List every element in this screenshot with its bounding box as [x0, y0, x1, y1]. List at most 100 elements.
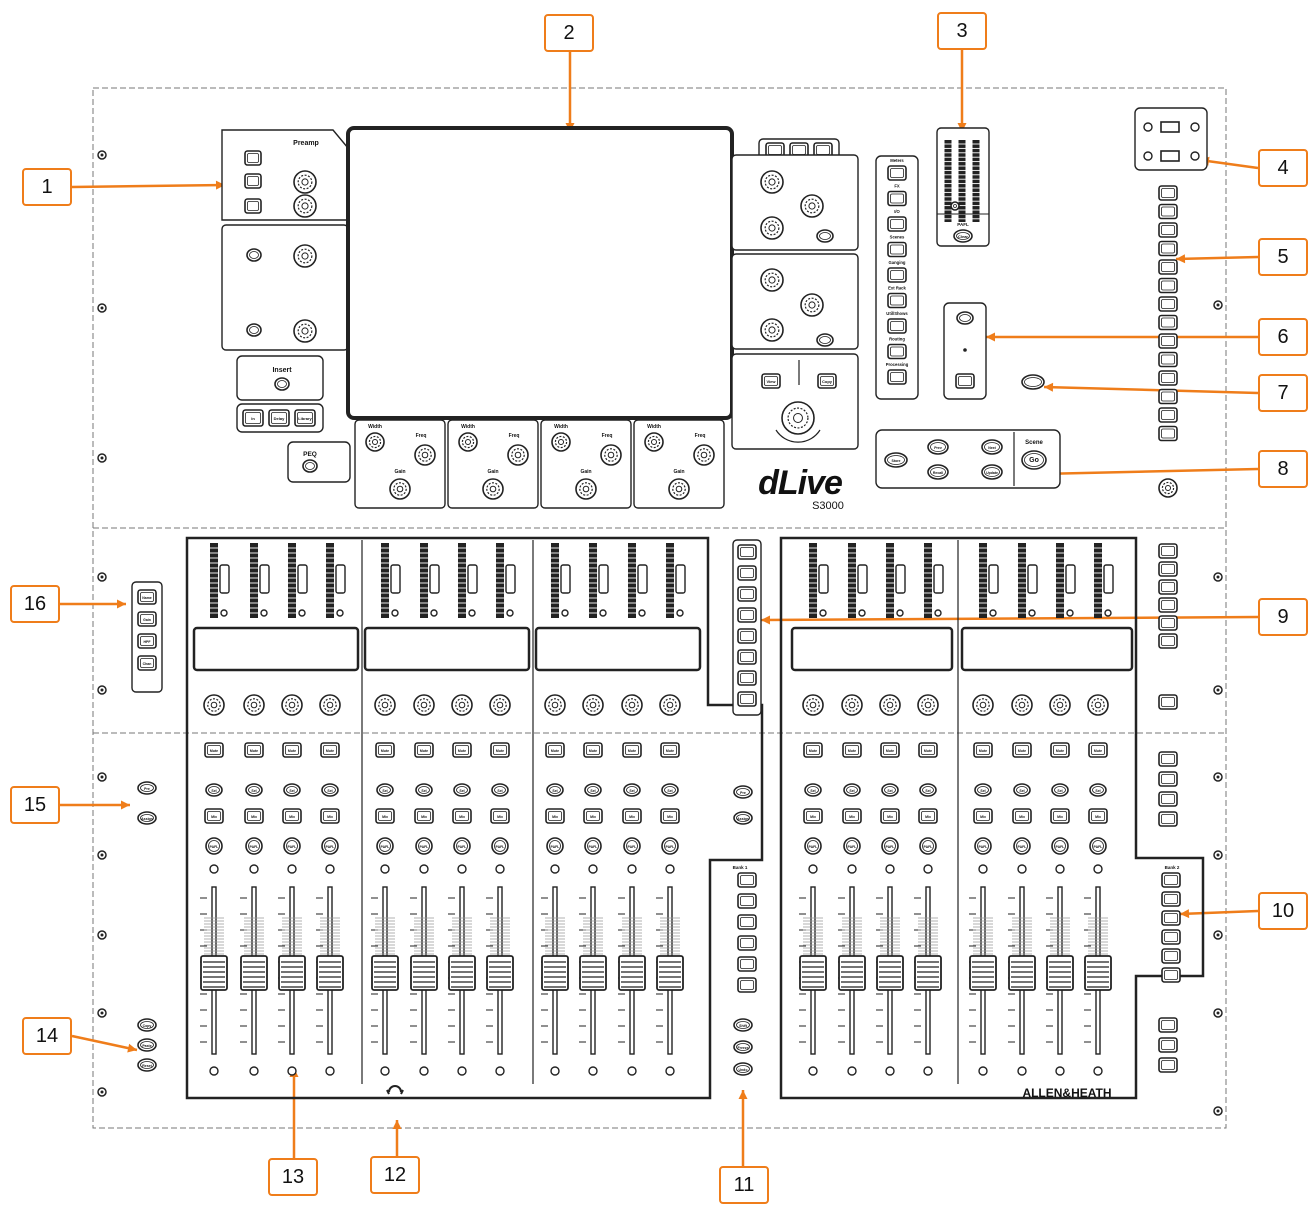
- preamp-lower-key[interactable]: [246, 323, 262, 337]
- pafl-key[interactable]: PAFL: [453, 837, 471, 855]
- rotary-knob[interactable]: [293, 319, 317, 343]
- rotary-function-key-4[interactable]: [737, 607, 757, 623]
- right-softkey-lower-3[interactable]: [1158, 791, 1178, 807]
- mute-key[interactable]: Mute: [880, 742, 900, 758]
- mix-key[interactable]: Mix: [622, 808, 642, 824]
- copy-view-key[interactable]: Copy: [817, 373, 837, 389]
- rotary-knob[interactable]: [293, 170, 317, 194]
- rotary-function-key-2[interactable]: [737, 565, 757, 581]
- pafl-key[interactable]: PAFL: [584, 837, 602, 855]
- rotary-knob[interactable]: [760, 268, 784, 292]
- mute-key[interactable]: Mute: [583, 742, 603, 758]
- display-function-chan[interactable]: Chan: [137, 655, 157, 671]
- bank-2-key-4[interactable]: [1161, 929, 1181, 945]
- rotary-knob[interactable]: [668, 478, 690, 500]
- pafl-key[interactable]: PAFL: [1051, 837, 1069, 855]
- softkey-4[interactable]: [1158, 240, 1178, 257]
- sel-key[interactable]: Sel: [1013, 783, 1031, 797]
- menu-key-routing[interactable]: [887, 343, 907, 360]
- pafl-key[interactable]: PAFL: [919, 837, 937, 855]
- fader-cap[interactable]: [316, 955, 344, 991]
- sel-key[interactable]: Sel: [881, 783, 899, 797]
- mute-key[interactable]: Mute: [545, 742, 565, 758]
- fader-cap[interactable]: [656, 955, 684, 991]
- right-softkey-1[interactable]: [1158, 543, 1178, 559]
- pafl-key[interactable]: PAFL: [415, 837, 433, 855]
- menu-key-fx[interactable]: [887, 190, 907, 207]
- rotary-knob[interactable]: [458, 432, 478, 452]
- fader-cap[interactable]: [240, 955, 268, 991]
- pafl-key[interactable]: PAFL: [205, 837, 223, 855]
- insert-button-delay[interactable]: Delay: [268, 409, 290, 427]
- mix-key[interactable]: Mix: [452, 808, 472, 824]
- mute-key[interactable]: Mute: [622, 742, 642, 758]
- fader-cap[interactable]: [200, 955, 228, 991]
- rotary-function-key-3[interactable]: [737, 586, 757, 602]
- sel-key[interactable]: Sel: [661, 783, 679, 797]
- menu-key-processing[interactable]: [887, 369, 907, 385]
- left-pre-key[interactable]: Pre: [137, 781, 157, 795]
- pafl-key[interactable]: PAFL: [245, 837, 263, 855]
- scene-go-key[interactable]: Go: [1021, 450, 1047, 470]
- edit-copy-key[interactable]: Copy: [137, 1018, 157, 1032]
- mix-key[interactable]: Mix: [1012, 808, 1032, 824]
- softkey-13[interactable]: [1158, 407, 1178, 423]
- talkback-assign-key[interactable]: [956, 311, 974, 325]
- mix-key[interactable]: Mix: [1088, 808, 1108, 824]
- right-bottom-key-2[interactable]: [1158, 1037, 1178, 1053]
- scene-next-key[interactable]: Next: [981, 439, 1003, 455]
- rotary-knob[interactable]: [760, 170, 784, 194]
- menu-key-meters[interactable]: [887, 165, 907, 181]
- fader-cap[interactable]: [618, 955, 646, 991]
- softkey-10[interactable]: [1158, 351, 1178, 368]
- scene-recall-key[interactable]: Recall: [927, 464, 949, 480]
- menu-key-ganging[interactable]: [887, 267, 907, 283]
- view-key[interactable]: View: [761, 373, 781, 389]
- bank-2-key-6[interactable]: [1161, 967, 1181, 983]
- mute-key[interactable]: Mute: [918, 742, 938, 758]
- bank-1-key-5[interactable]: [737, 956, 757, 972]
- pafl-key[interactable]: PAFL: [491, 837, 509, 855]
- rotary-knob[interactable]: [800, 293, 824, 317]
- bank-1-key-3[interactable]: [737, 914, 757, 930]
- rotary-knob[interactable]: [413, 694, 435, 716]
- mix-key[interactable]: Mix: [375, 808, 395, 824]
- mix-key[interactable]: Mix: [842, 808, 862, 824]
- bank-1-key-4[interactable]: [737, 935, 757, 951]
- rotary-knob[interactable]: [414, 444, 436, 466]
- mute-key[interactable]: Mute: [204, 742, 224, 758]
- touch-screen[interactable]: [346, 126, 734, 420]
- mute-key[interactable]: Mute: [842, 742, 862, 758]
- right-bottom-key-1[interactable]: [1158, 1017, 1178, 1033]
- fader-cap[interactable]: [410, 955, 438, 991]
- rotary-knob[interactable]: [365, 432, 385, 452]
- sel-key[interactable]: Sel: [245, 783, 263, 797]
- fader-cap[interactable]: [541, 955, 569, 991]
- talkback-key[interactable]: [955, 373, 975, 389]
- pafl-key[interactable]: PAFL: [843, 837, 861, 855]
- center-undo-key[interactable]: Undo: [733, 1062, 753, 1076]
- sel-key[interactable]: Sel: [974, 783, 992, 797]
- edit-paste-key[interactable]: Paste: [137, 1038, 157, 1052]
- sel-key[interactable]: Sel: [1089, 783, 1107, 797]
- rotary-function-key-8[interactable]: [737, 691, 757, 707]
- sel-key[interactable]: Sel: [804, 783, 822, 797]
- right-softkey-lower-2[interactable]: [1158, 771, 1178, 787]
- sel-key[interactable]: Sel: [1051, 783, 1069, 797]
- rotary-knob[interactable]: [644, 432, 664, 452]
- pafl-key[interactable]: PAFL: [546, 837, 564, 855]
- mute-key[interactable]: Mute: [1050, 742, 1070, 758]
- softkey-14[interactable]: [1158, 425, 1178, 442]
- display-function-name[interactable]: Name: [137, 589, 157, 605]
- bank-2-key-3[interactable]: [1161, 910, 1181, 926]
- rotary-knob[interactable]: [507, 444, 529, 466]
- fader-cap[interactable]: [838, 955, 866, 991]
- mix-key[interactable]: Mix: [880, 808, 900, 824]
- screen-right-oval[interactable]: [816, 229, 834, 243]
- mute-key[interactable]: Mute: [1012, 742, 1032, 758]
- mix-key[interactable]: Mix: [1050, 808, 1070, 824]
- bank-1-key-6[interactable]: [737, 977, 757, 993]
- fader-cap[interactable]: [579, 955, 607, 991]
- insert-key[interactable]: [274, 377, 290, 391]
- bank-2-key-5[interactable]: [1161, 948, 1181, 964]
